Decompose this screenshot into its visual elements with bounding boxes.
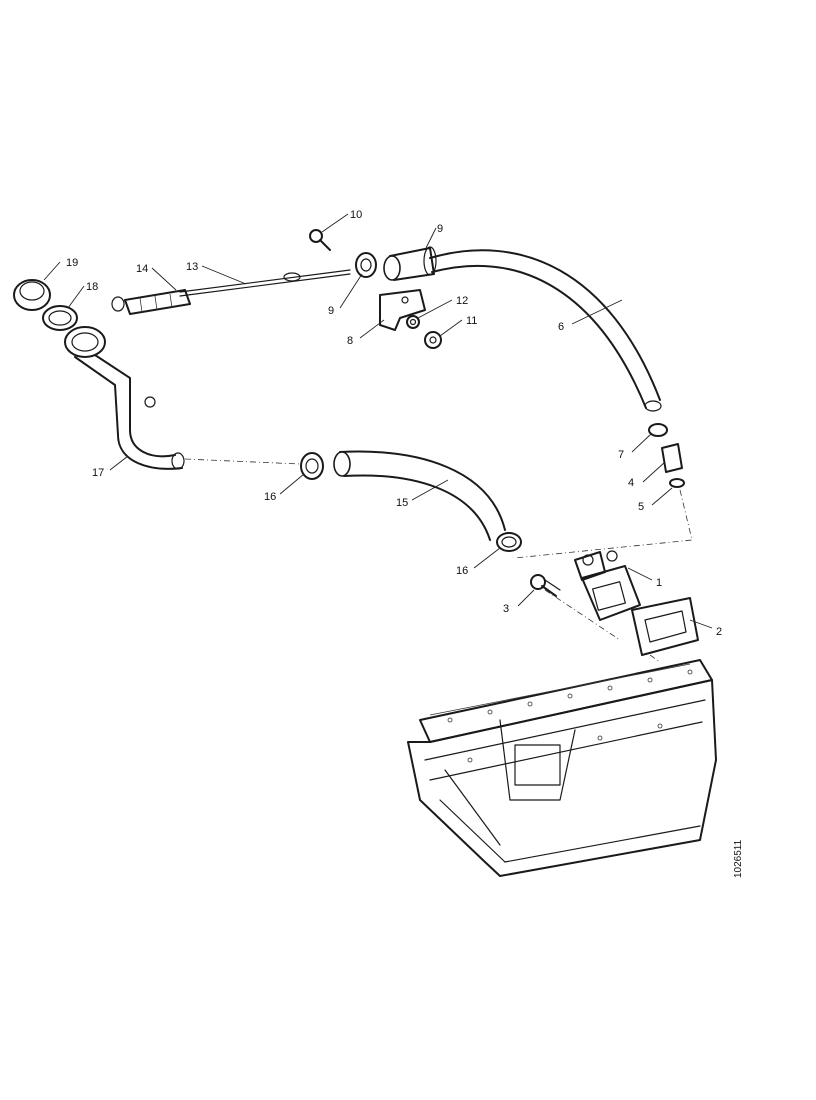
callout-17: 17 — [92, 467, 104, 479]
flange-adapter — [574, 550, 641, 621]
callout-13: 13 — [186, 261, 198, 273]
clamp-ring-upper — [355, 252, 377, 278]
clamp-small — [648, 423, 668, 437]
callout-15: 15 — [396, 497, 408, 509]
union-fitting — [661, 443, 683, 473]
seal-washer — [669, 478, 685, 488]
bracket — [379, 289, 426, 331]
hose-clamp-left — [300, 452, 324, 480]
callout-9-right: 9 — [437, 223, 443, 235]
callout-5: 5 — [638, 501, 644, 513]
callout-7: 7 — [618, 449, 624, 461]
callout-11: 11 — [466, 315, 477, 327]
oil-pan — [407, 659, 717, 877]
oil-filler-pipe — [64, 326, 185, 470]
callout-12: 12 — [456, 295, 468, 307]
nut-small — [406, 315, 420, 329]
callout-16-right: 16 — [456, 565, 468, 577]
sealing-ring — [42, 305, 78, 331]
nut-flange — [424, 331, 442, 349]
callout-9-left: 9 — [328, 305, 334, 317]
callout-2: 2 — [716, 626, 722, 638]
callout-1: 1 — [656, 577, 662, 589]
dipstick-rod — [179, 269, 351, 297]
callout-16-left: 16 — [264, 491, 276, 503]
pipe-connector — [383, 246, 437, 281]
hose-upper-right — [429, 249, 662, 412]
callout-3: 3 — [503, 603, 509, 615]
callout-18: 18 — [86, 281, 98, 293]
callout-19: 19 — [66, 257, 78, 269]
callout-6: 6 — [558, 321, 564, 333]
bolt — [530, 574, 561, 597]
callout-labels: 1 2 3 4 5 6 7 8 9 9 10 11 12 13 14 15 16… — [66, 209, 722, 638]
hose-clamp-right — [496, 532, 522, 552]
screw-top — [309, 229, 331, 251]
gasket — [631, 597, 699, 656]
assembly-centerlines — [184, 458, 693, 663]
callout-8: 8 — [347, 335, 353, 347]
drawing-reference-number: 1026511 — [733, 839, 744, 878]
dipstick-handle — [111, 289, 191, 315]
leader-lines — [43, 213, 713, 629]
callout-14: 14 — [136, 263, 148, 275]
callout-10: 10 — [350, 209, 362, 221]
callout-4: 4 — [628, 477, 634, 489]
hose-lower — [333, 450, 506, 541]
filler-cap — [13, 279, 51, 311]
